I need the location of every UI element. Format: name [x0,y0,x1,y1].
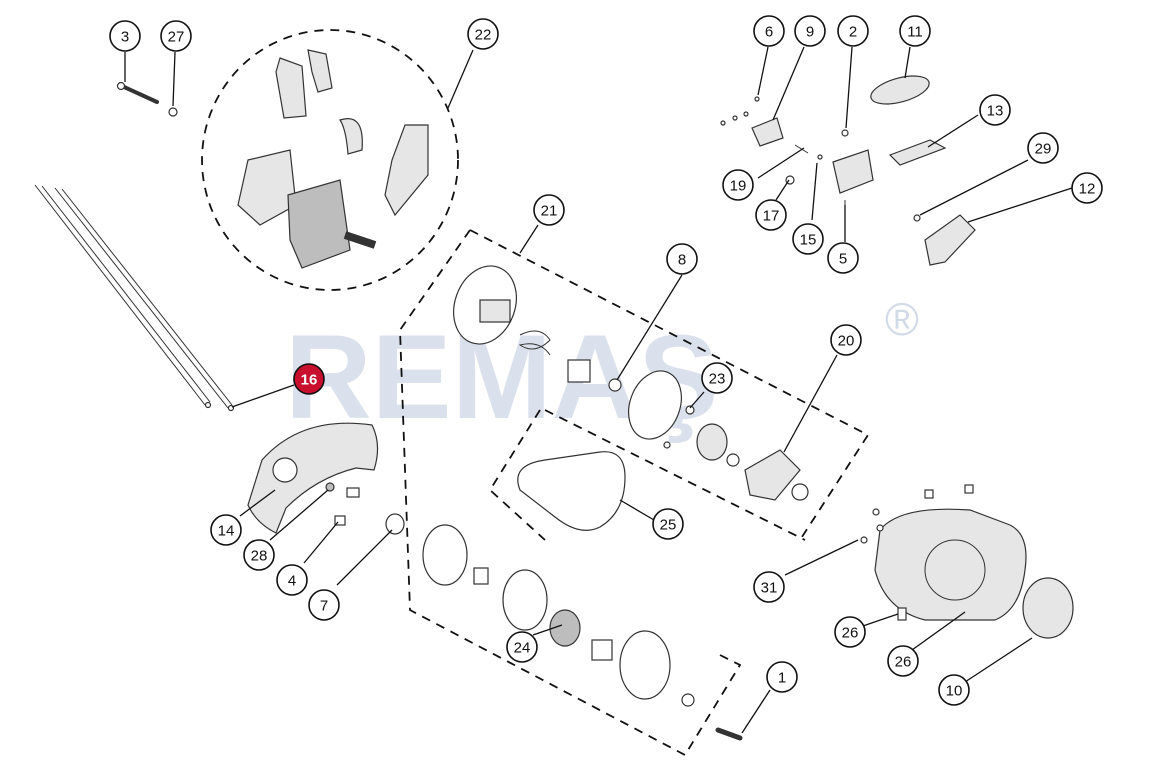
callout-26: 26 [887,645,919,677]
svg-text:14: 14 [218,523,235,540]
svg-text:29: 29 [1035,141,1052,158]
part-screws-31 [860,508,884,544]
svg-text:17: 17 [763,208,780,225]
callout-11: 11 [899,15,931,47]
svg-text:20: 20 [838,333,855,350]
callout-9: 9 [794,15,826,47]
callout-8: 8 [666,243,698,275]
svg-text:23: 23 [709,371,726,388]
part-bushing-7 [385,513,405,535]
callout-22: 22 [467,18,499,50]
callout-17: 17 [755,199,787,231]
callout-6: 6 [753,15,785,47]
callout-30: 27 [160,20,192,52]
callout-10: 10 [938,674,970,706]
svg-text:25: 25 [660,517,677,534]
cable-end-1 [204,401,212,409]
part-group-22 [237,49,429,269]
callout-19: 19 [722,169,754,201]
callout-7: 7 [308,589,340,621]
cable-1b [41,185,211,403]
svg-text:26: 26 [842,625,859,642]
callout-21: 21 [533,194,565,226]
svg-text:8: 8 [678,252,686,269]
callout-12: 12 [1071,172,1103,204]
callout-4: 4 [276,564,308,596]
svg-text:2: 2 [849,24,857,41]
svg-text:28: 28 [251,548,268,565]
svg-text:3: 3 [121,29,129,46]
svg-text:15: 15 [800,232,817,249]
callout-24: 24 [506,631,538,663]
part-housing-26 [874,484,1027,621]
callout-27: 26 [834,616,866,648]
cable-2b [61,188,233,406]
control-cables [34,184,235,412]
cable-1 [34,184,206,406]
callout-5: 5 [827,242,859,274]
svg-text:27: 27 [168,29,185,46]
svg-text:12: 12 [1079,181,1096,198]
callout-25: 25 [652,508,684,540]
svg-text:5: 5 [839,251,847,268]
part-screw-4 [334,515,346,526]
svg-text:31: 31 [761,580,778,597]
part-group-lower [422,524,743,741]
part-bolt-3 [116,81,159,104]
callout-14: 14 [210,514,242,546]
svg-text:22: 22 [475,27,492,44]
watermark: REMAŞ ® [285,293,919,444]
svg-text:16: 16 [301,372,318,389]
part-group-21 [453,265,809,501]
callout-3: 3 [109,20,141,52]
svg-text:19: 19 [730,178,747,195]
part-belt-25 [517,451,626,531]
part-cover-14 [247,422,379,534]
callout-1: 1 [766,661,798,693]
leader-lines [124,46,1073,734]
svg-text:6: 6 [765,24,773,41]
part-washer-28 [325,482,335,492]
callout-31: 31 [753,571,785,603]
svg-text:11: 11 [907,24,923,41]
svg-text:24: 24 [514,640,531,657]
callout-29: 29 [1027,132,1059,164]
group-outline-22 [201,29,459,291]
svg-text:7: 7 [320,598,328,615]
group-outline-21 [469,229,870,541]
part-screen-10 [1022,577,1074,639]
cable-2 [54,187,229,409]
callout-23: 23 [701,362,733,394]
part-washer-30 [168,107,178,117]
svg-text:1: 1 [778,670,786,687]
callout-13: 13 [979,94,1011,126]
callout-16: 16 [293,363,325,395]
svg-text:26: 26 [895,654,912,671]
part-screw-27 [897,607,907,621]
callouts: 3 27 22 6 9 2 11 13 29 12 19 17 15 5 21 … [109,15,1103,706]
callout-15: 15 [792,223,824,255]
group-outline-belt-top [544,409,806,541]
callout-20: 20 [830,324,862,356]
svg-text:13: 13 [987,103,1004,120]
callout-2: 2 [837,15,869,47]
group-outlines [201,29,870,757]
svg-text:9: 9 [806,24,814,41]
svg-text:21: 21 [541,203,558,220]
watermark-registered: ® [885,293,919,345]
group-outline-lower [399,229,742,757]
part-screw-a [346,487,360,498]
svg-text:4: 4 [288,573,296,590]
callout-28: 28 [243,539,275,571]
svg-text:10: 10 [946,683,963,700]
